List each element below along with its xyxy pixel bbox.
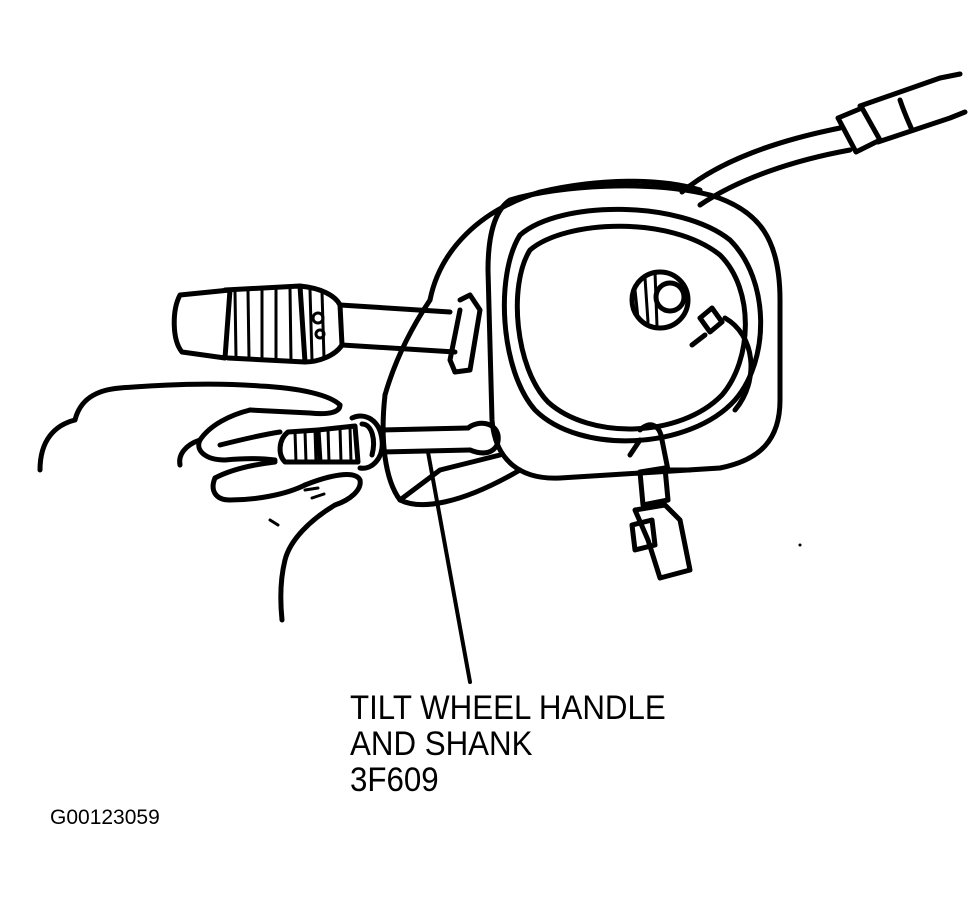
figure-id: G00123059 xyxy=(50,806,160,829)
electrical-connector xyxy=(627,422,693,581)
callout-leader-line xyxy=(426,450,472,684)
callout-line-1: TILT WHEEL HANDLE xyxy=(350,689,666,727)
switch-housing xyxy=(380,178,783,507)
speck xyxy=(798,543,802,547)
multifunction-lever xyxy=(171,283,458,365)
wiring-harness xyxy=(679,71,968,208)
hand xyxy=(37,381,363,623)
callout-line-2: AND SHANK xyxy=(350,725,533,763)
tilt-wheel-handle xyxy=(277,413,501,471)
callout-part-number: 3F609 xyxy=(350,761,439,799)
part-callout-label: TILT WHEEL HANDLE AND SHANK 3F609 xyxy=(350,690,666,798)
